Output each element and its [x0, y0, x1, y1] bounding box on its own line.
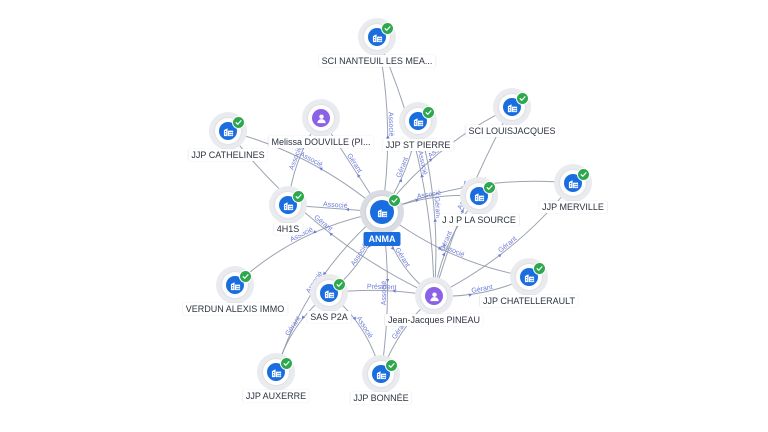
edge-line — [376, 36, 435, 297]
verified-check-icon — [422, 106, 435, 119]
edge-arrow-icon — [385, 279, 390, 283]
edge-label: Associé — [416, 190, 441, 201]
node-label: SAS P2A — [307, 311, 351, 323]
verified-check-icon — [483, 181, 496, 194]
edge-arrow-icon — [441, 252, 446, 257]
verified-check-icon — [280, 357, 293, 370]
edge-arrow-icon — [301, 315, 306, 320]
edge-label: Président — [367, 284, 397, 292]
edge-arrow-icon — [415, 198, 419, 203]
edge-label: Gérant — [345, 152, 363, 174]
verified-check-icon — [232, 116, 245, 129]
node-label: ANMA — [363, 232, 401, 246]
edge-arrow-icon — [437, 246, 442, 250]
edge-arrow-icon — [497, 254, 502, 258]
verified-check-icon — [385, 359, 398, 372]
edge-label: Associé — [355, 315, 374, 339]
edge-label: Gérant — [284, 315, 302, 337]
person-icon — [425, 287, 443, 305]
edge-label: Gérant — [471, 284, 493, 295]
node-label: Jean-Jacques PINEAU — [384, 314, 484, 326]
person-icon — [312, 109, 330, 127]
verified-check-icon — [533, 262, 546, 275]
edge-arrow-icon — [398, 178, 403, 183]
node-label: SCI LOUISJACQUES — [465, 125, 559, 137]
edge-pineau-merville: Gérant — [433, 182, 574, 297]
node-label: SCI NANTEUIL LES MEA... — [318, 55, 436, 67]
edge-arrow-icon — [390, 246, 394, 251]
edge-arrow-icon — [352, 316, 356, 321]
edge-label: Gérant — [393, 247, 410, 269]
edge-arrow-icon — [345, 207, 350, 212]
edge-arrow-icon — [468, 293, 473, 297]
edge-label: Associé — [381, 281, 388, 306]
node-label: Melissa DOUVILLE (PI... — [268, 136, 374, 148]
verified-check-icon — [292, 190, 305, 203]
node-label: JJP ST PIERRE — [382, 139, 454, 151]
node-label: 4H1S — [273, 223, 303, 235]
edge-label: Associé — [350, 243, 369, 267]
edge-arrow-icon — [420, 174, 424, 178]
edge-arrow-icon — [433, 218, 438, 222]
edge-label: Gérant — [312, 214, 333, 233]
node-label: VERDUN ALEXIS IMMO — [182, 303, 288, 315]
node-label: JJP BONNÉE — [350, 392, 412, 404]
edge-label: Gérant — [396, 156, 410, 179]
node-label: JJP AUXERRE — [242, 390, 310, 402]
verified-check-icon — [239, 270, 252, 283]
edge-arrow-icon — [386, 135, 390, 139]
node-label: JJP CHATELLERAULT — [479, 295, 579, 307]
edge-arrow-icon — [392, 289, 396, 293]
edge-line — [433, 182, 574, 297]
edge-arrow-icon — [428, 158, 433, 162]
edge-label: Gérant — [497, 235, 518, 254]
edge-label: Gérant — [432, 197, 441, 219]
edge-arrow-icon — [460, 209, 464, 213]
verified-check-icon — [333, 278, 346, 291]
edge-arrow-icon — [319, 167, 323, 171]
edge-label: Associé — [299, 151, 324, 169]
edge-arrow-icon — [329, 232, 334, 237]
edge-label: Associé — [323, 201, 348, 210]
edge-arrow-icon — [357, 174, 361, 178]
node-label: JJP CATHELINES — [188, 149, 268, 161]
node-label: J J P LA SOURCE — [439, 214, 519, 226]
verified-check-icon — [577, 168, 590, 181]
verified-check-icon — [388, 194, 401, 207]
node-label: JJP MERVILLE — [539, 201, 607, 213]
edge-label: Associé — [387, 112, 395, 137]
verified-check-icon — [516, 92, 529, 105]
verified-check-icon — [381, 22, 394, 35]
edge-arrow-icon — [312, 229, 317, 234]
